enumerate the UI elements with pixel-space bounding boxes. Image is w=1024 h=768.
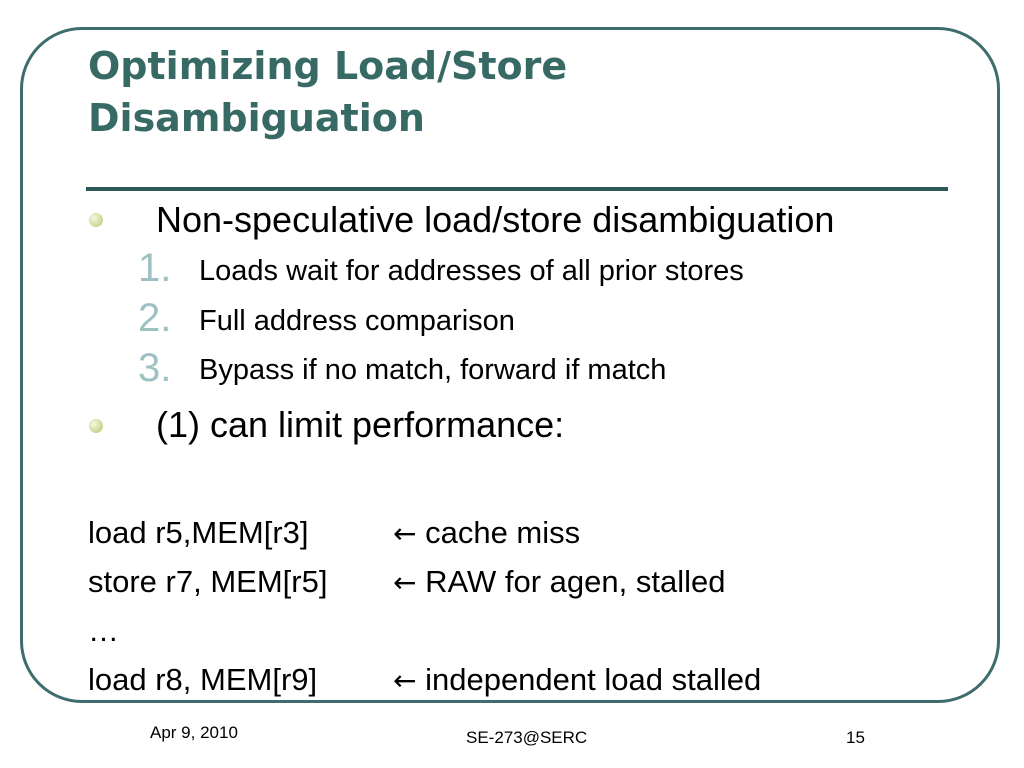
title-line-2: Disambiguation [88,96,425,140]
list-number-3: 3. [138,346,172,390]
slide-frame [20,27,1000,703]
left-arrow-icon: ← [393,517,417,550]
list-item-3: Bypass if no match, forward if match [199,354,667,386]
code-note-4: independent load stalled [425,662,762,697]
code-instr-2: store r7, MEM[r5] [88,564,328,599]
list-number-1: 1. [138,246,172,290]
code-note-row-2: ← RAW for agen, stalled [393,564,725,601]
title-divider [86,187,948,191]
page-number: 15 [846,728,865,747]
code-note-2: RAW for agen, stalled [425,564,726,599]
code-note-row-1: ← cache miss [393,515,580,552]
list-number-2: 2. [138,296,172,340]
left-arrow-icon: ← [393,664,417,697]
bullet-dot-icon [89,419,103,433]
left-arrow-icon: ← [393,566,417,599]
code-instr-1: load r5,MEM[r3] [88,515,309,550]
footer-date: Apr 9, 2010 [150,723,238,742]
code-instr-4: load r8, MEM[r9] [88,662,318,697]
code-note-1: cache miss [425,515,581,550]
title-line-1: Optimizing Load/Store [88,44,568,88]
bullet-2-text: (1) can limit performance: [156,404,565,445]
code-note-row-4: ← independent load stalled [393,662,761,699]
footer-center: SE-273@SERC [466,728,588,747]
slide-title: Optimizing Load/Store Disambiguation [88,40,948,144]
code-ellipsis: … [88,613,119,648]
bullet-1-text: Non-speculative load/store disambiguatio… [156,199,835,240]
bullet-dot-icon [89,213,103,227]
list-item-2: Full address comparison [199,305,515,337]
list-item-1: Loads wait for addresses of all prior st… [199,255,744,287]
